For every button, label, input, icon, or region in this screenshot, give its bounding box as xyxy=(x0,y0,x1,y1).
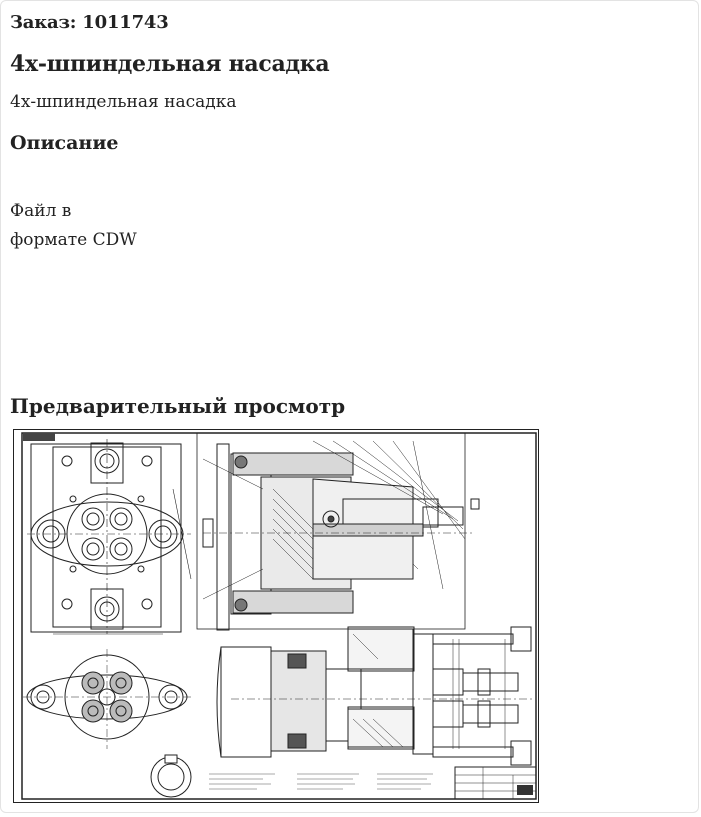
technical-drawing-image xyxy=(13,429,539,803)
preview-heading: Предварительный просмотр xyxy=(10,394,346,418)
file-format-text: Файл в формате CDW xyxy=(10,201,137,250)
page-title: 4х-шпиндельная насадка xyxy=(10,51,330,77)
order-number: Заказ: 1011743 xyxy=(10,12,169,33)
description-heading: Описание xyxy=(10,132,119,154)
preview-image[interactable] xyxy=(13,429,539,803)
product-subtitle: 4х-шпиндельная насадка xyxy=(10,92,237,112)
